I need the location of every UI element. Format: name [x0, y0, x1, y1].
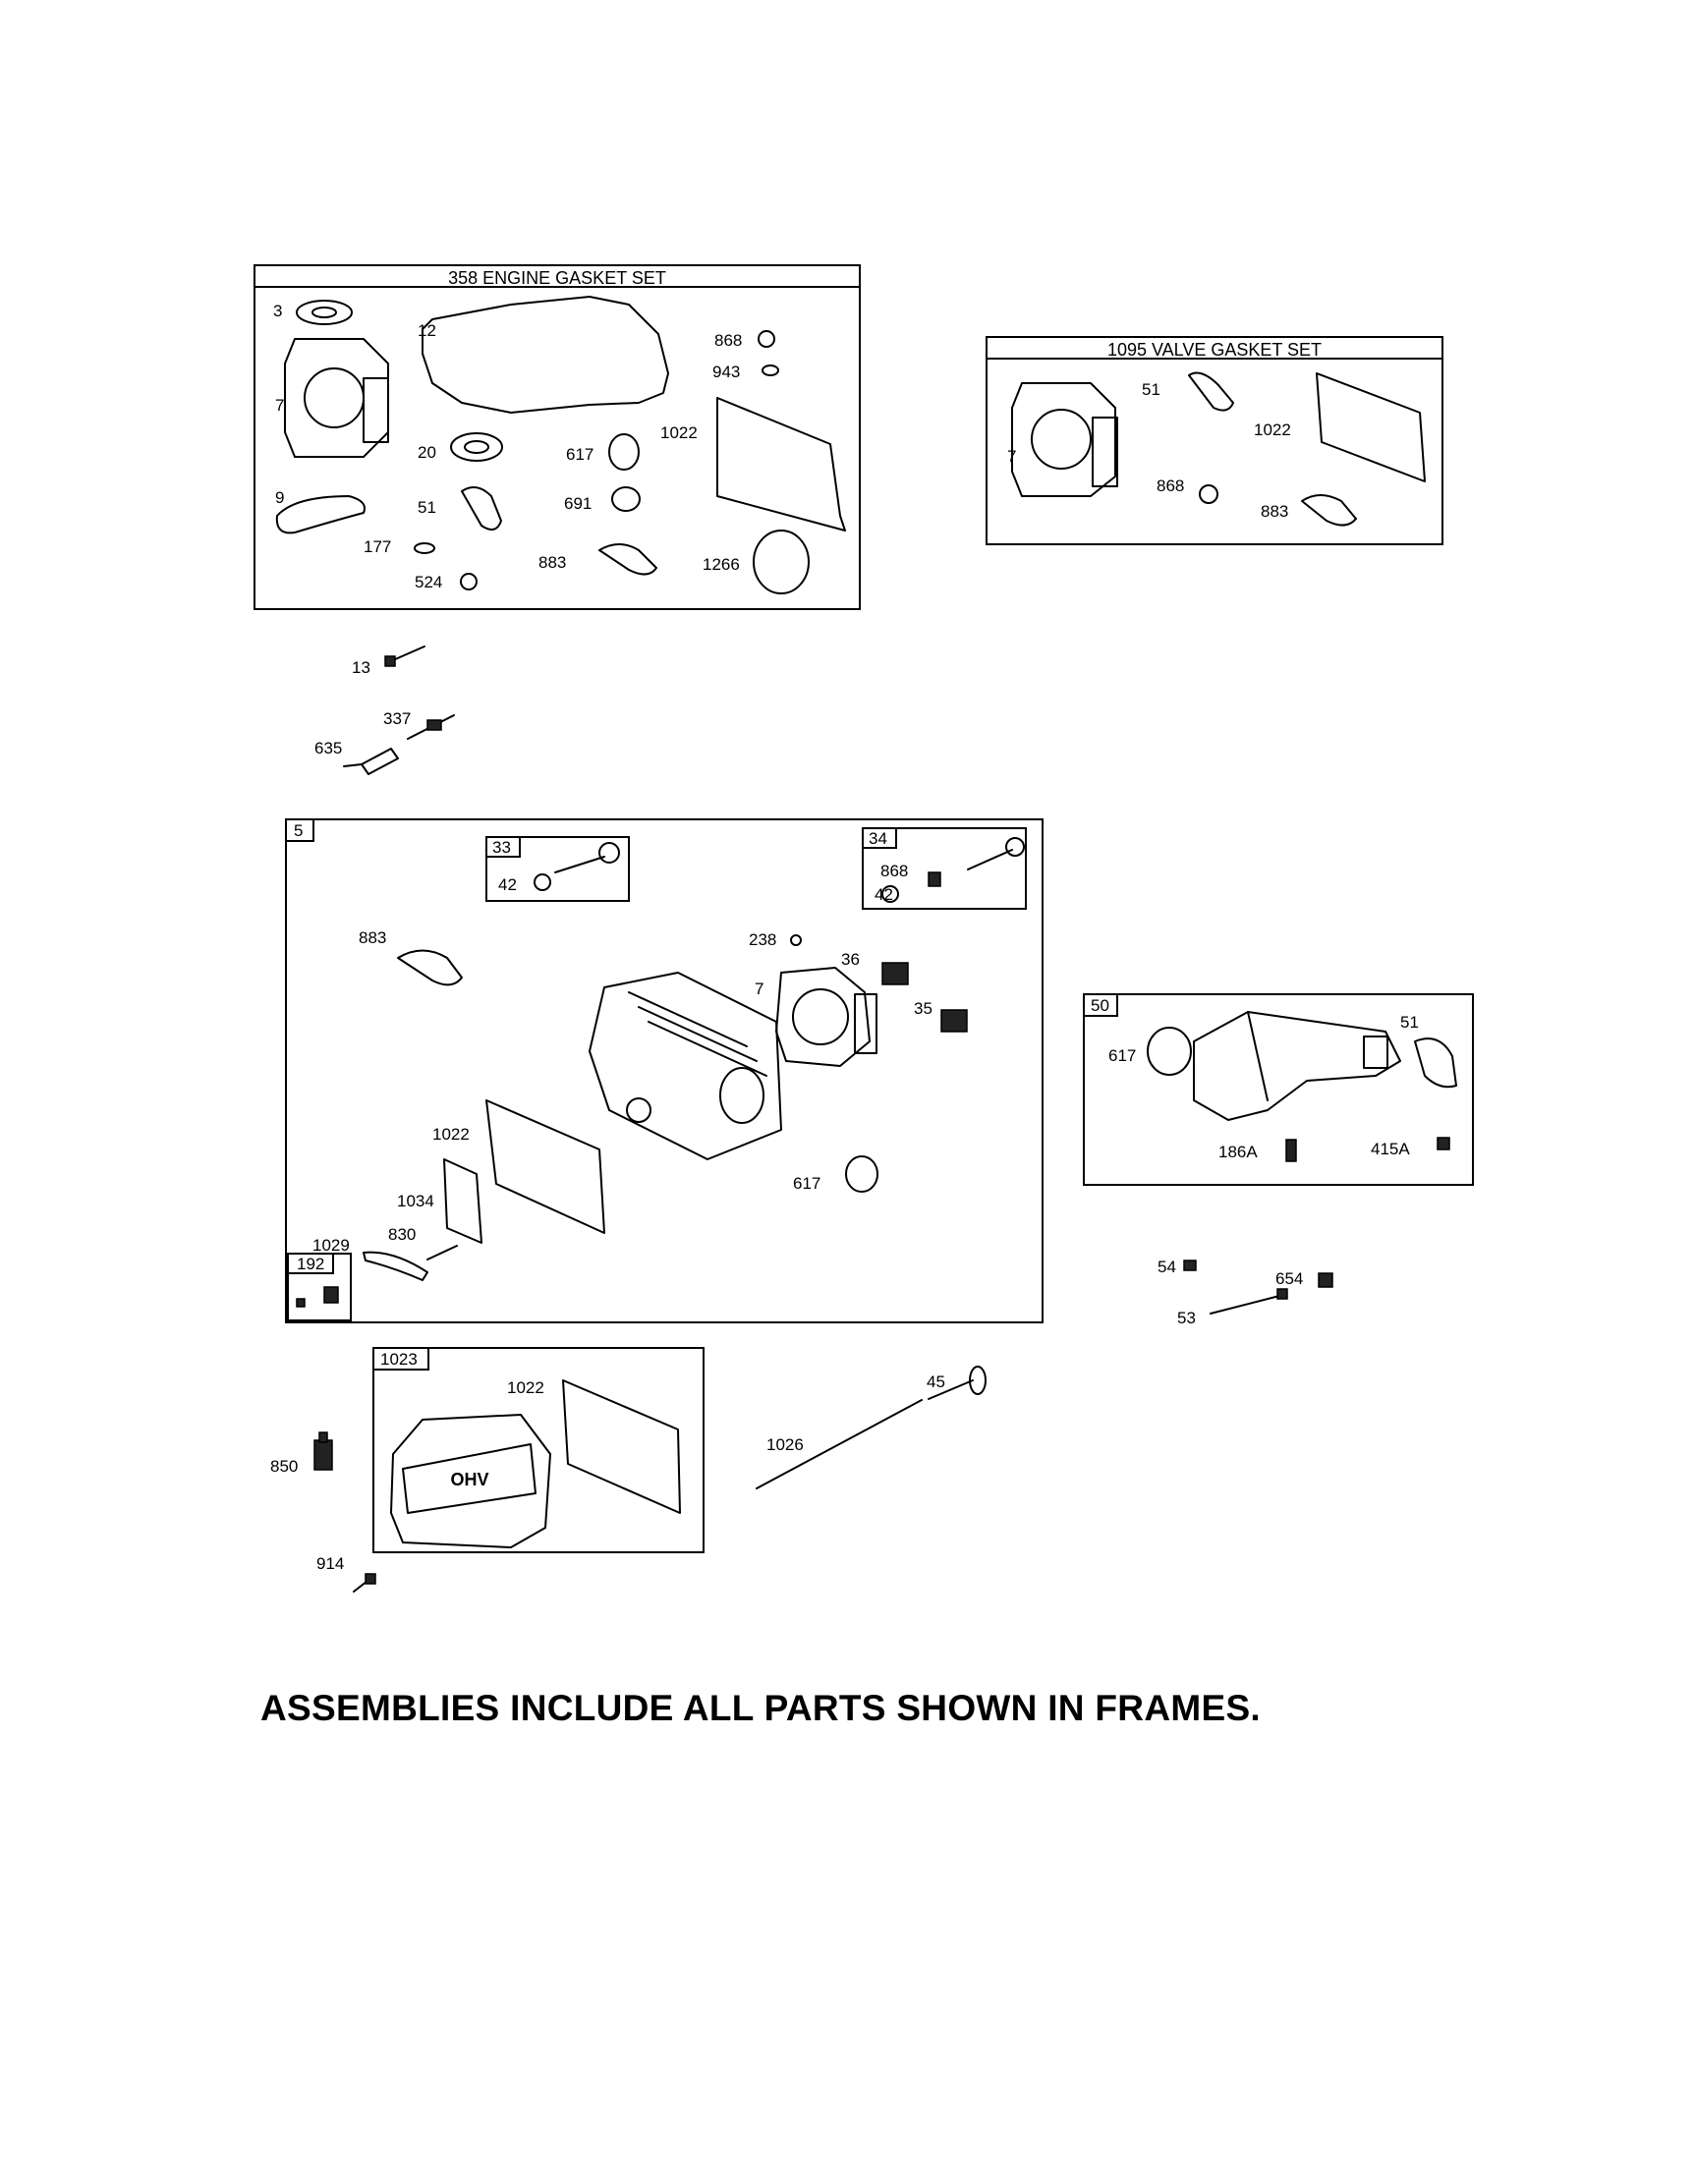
callout-868: 868 — [714, 331, 742, 350]
ch-callout-617: 617 — [793, 1174, 820, 1193]
vgs-callout-883: 883 — [1261, 502, 1288, 521]
callout-691: 691 — [564, 494, 592, 513]
ie-callout-51: 51 — [1400, 1013, 1419, 1032]
ie-callout-415A: 415A — [1371, 1140, 1410, 1158]
callout-524: 524 — [415, 573, 442, 591]
valve-gasket-set-frame: 1095 VALVE GASKET SET 7 51 1022 868 883 — [986, 336, 1443, 545]
ch-callout-1029: 1029 — [312, 1236, 350, 1255]
loose-parts-lower: 850 914 45 1026 — [270, 1366, 987, 1593]
cover-logo: OHV — [450, 1470, 488, 1489]
callout-635: 635 — [314, 739, 342, 757]
ev-callout-868: 868 — [880, 862, 908, 880]
iv-callout-42: 42 — [498, 875, 517, 894]
callout-914: 914 — [316, 1554, 344, 1573]
callout-20: 20 — [418, 443, 436, 462]
ch-callout-1022: 1022 — [432, 1125, 470, 1144]
vgs-callout-51: 51 — [1142, 380, 1160, 399]
callout-654: 654 — [1275, 1269, 1303, 1288]
callout-9: 9 — [275, 488, 284, 507]
ie-callout-186A: 186A — [1218, 1143, 1258, 1161]
frame-1023-label: 1023 — [380, 1350, 418, 1369]
callout-617: 617 — [566, 445, 593, 464]
frame-33-label: 33 — [492, 838, 511, 857]
callout-337: 337 — [383, 709, 411, 728]
ie-callout-617: 617 — [1108, 1046, 1136, 1065]
frame-34-label: 34 — [869, 829, 887, 848]
callout-1022: 1022 — [660, 423, 698, 442]
callout-943: 943 — [712, 363, 740, 381]
ch-callout-883: 883 — [359, 928, 386, 947]
callout-13: 13 — [352, 658, 370, 677]
ch-callout-830: 830 — [388, 1225, 416, 1244]
callout-53: 53 — [1177, 1309, 1196, 1327]
callout-1266: 1266 — [703, 555, 740, 574]
ch-callout-35: 35 — [914, 999, 932, 1018]
ch-callout-238: 238 — [749, 930, 776, 949]
intake-elbow-frame: 50 617 51 186A 415A — [1083, 993, 1474, 1186]
frame-50-label: 50 — [1091, 996, 1109, 1015]
callout-3: 3 — [273, 302, 282, 320]
callout-1026: 1026 — [766, 1435, 804, 1454]
callout-177: 177 — [364, 537, 391, 556]
callout-12: 12 — [418, 321, 436, 340]
ch-callout-7: 7 — [755, 980, 763, 998]
cylinder-head-frame: 5 33 42 34 868 42 883 238 36 7 — [285, 818, 1044, 1323]
valve-cover-frame: 1023 OHV 1022 — [372, 1347, 705, 1553]
engine-gasket-set-title: 358 ENGINE GASKET SET — [448, 268, 666, 288]
callout-54: 54 — [1158, 1258, 1176, 1276]
callout-7: 7 — [275, 396, 284, 415]
vgs-callout-7: 7 — [1007, 447, 1016, 466]
vgs-callout-1022: 1022 — [1254, 420, 1291, 439]
callout-883: 883 — [538, 553, 566, 572]
loose-parts-upper: 13 337 635 — [314, 645, 455, 775]
engine-gasket-set-frame: 358 ENGINE GASKET SET 3 12 868 943 7 20 … — [254, 264, 861, 610]
footer-note: ASSEMBLIES INCLUDE ALL PARTS SHOWN IN FR… — [260, 1688, 1262, 1728]
vc-callout-1022: 1022 — [507, 1378, 544, 1397]
loose-parts-right: 54 654 53 — [1158, 1258, 1333, 1327]
ev-callout-42: 42 — [875, 885, 893, 904]
valve-gasket-set-title: 1095 VALVE GASKET SET — [1107, 340, 1322, 360]
frame-5-label: 5 — [294, 821, 303, 840]
callout-45: 45 — [927, 1372, 945, 1391]
frame-192-label: 192 — [297, 1255, 324, 1273]
vgs-callout-868: 868 — [1157, 476, 1184, 495]
ch-callout-36: 36 — [841, 950, 860, 969]
callout-51: 51 — [418, 498, 436, 517]
callout-850: 850 — [270, 1457, 298, 1476]
ch-callout-1034: 1034 — [397, 1192, 434, 1210]
